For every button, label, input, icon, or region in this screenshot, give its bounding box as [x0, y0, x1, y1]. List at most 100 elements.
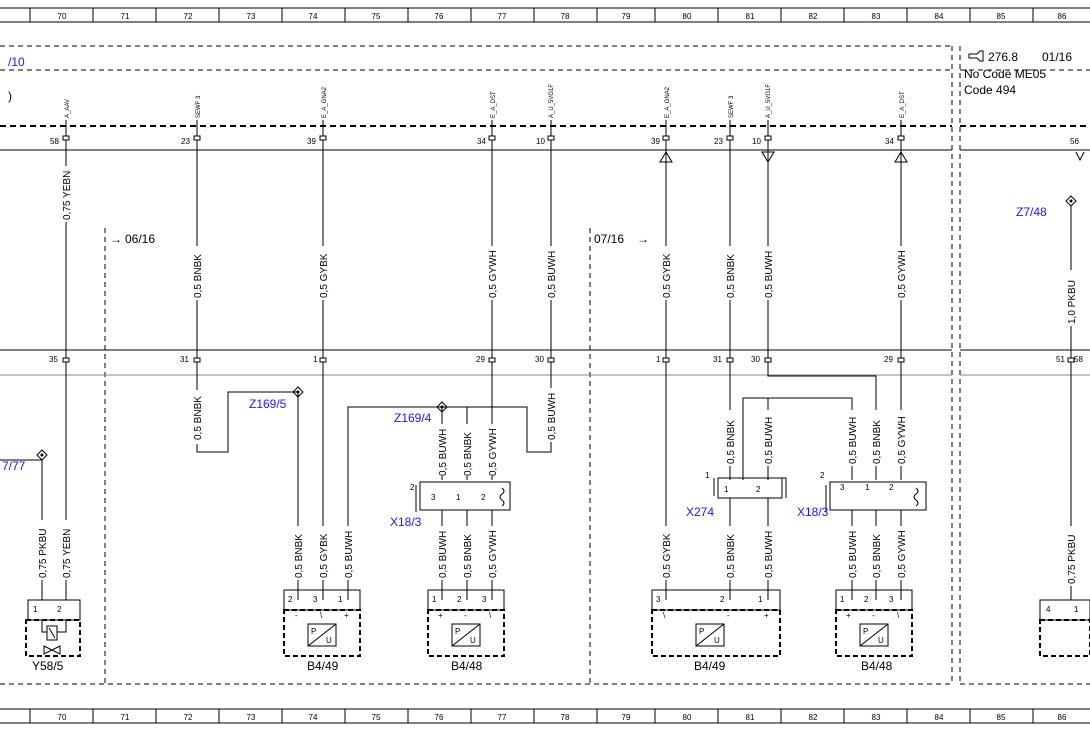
- left-paren: ): [8, 89, 12, 103]
- wire-label: 0,5 BNBK: [463, 534, 474, 578]
- pin-number: 1: [758, 595, 763, 604]
- pin-number: 2: [756, 485, 761, 494]
- sensor-p: P: [455, 627, 460, 636]
- top-pin: 58: [50, 137, 59, 146]
- pin-number: 1: [840, 595, 845, 604]
- component-label: B4/49: [694, 659, 726, 673]
- component-b4-48-right: 1 2 3 + - \ P U B4/48: [835, 589, 913, 673]
- middle-connector-band: 35 31 1 29 30 1 31 30 29 51 58: [0, 349, 1090, 376]
- wire-label: 0,5 GYWH: [897, 250, 908, 298]
- sensor-p: P: [863, 627, 868, 636]
- wire-label: 1,0 PKBU: [1067, 280, 1078, 324]
- wire-label: 0,5 BNBK: [872, 534, 883, 578]
- top-pin: 34: [885, 137, 894, 146]
- pin-number: 3: [313, 595, 318, 604]
- bottom-ruler-col-83: 83: [872, 713, 881, 722]
- wire-label: 0,75 YEBN: [62, 529, 73, 578]
- info-no-code: No Code ME05: [964, 67, 1046, 81]
- pin-mark: \: [663, 611, 666, 620]
- wire-label: 0,5 BUWH: [547, 251, 558, 298]
- wire-label: 0,5 BUWH: [764, 251, 775, 298]
- wire-label: 0,75 PKBU: [1067, 535, 1078, 584]
- ruler-col-72: 72: [184, 12, 193, 21]
- bottom-ruler-col-74: 74: [309, 713, 318, 722]
- pin-mark: \: [489, 611, 492, 620]
- pin-number: 3: [889, 595, 894, 604]
- wire-label: 0,5 GYWH: [897, 530, 908, 578]
- component-partial-right: 4 1: [1039, 599, 1090, 657]
- info-date: 01/16: [1042, 50, 1072, 64]
- signal-label: E_A_DST: [900, 91, 906, 118]
- middle-wire-labels: 0,5 BNBK 0,5 BUWH 0,5 BNBK 0,5 GYWH 0,5 …: [189, 388, 909, 476]
- wire-label: 0,5 GYBK: [319, 533, 330, 578]
- ruler-col-73: 73: [247, 12, 256, 21]
- signal-label: SEWF 3: [196, 95, 202, 118]
- left-page-ref: /10: [8, 55, 25, 69]
- mid-pin: 31: [713, 355, 722, 364]
- page-ref-06: 06/16: [125, 232, 155, 246]
- info-box: 276.8 01/16 No Code ME05 Code 494: [964, 50, 1072, 97]
- ruler-col-70: 70: [58, 12, 67, 21]
- bottom-ruler-col-75: 75: [372, 713, 381, 722]
- ruler-col-82: 82: [809, 12, 818, 21]
- ruler-col-75: 75: [372, 12, 381, 21]
- pin-mark: -: [464, 611, 467, 620]
- top-connector-band: [0, 125, 1090, 151]
- component-b4-49-right: 3 2 1 \ - + P U B4/49: [651, 589, 781, 673]
- pin-number: 3: [656, 595, 661, 604]
- top-pin: 39: [651, 137, 660, 146]
- pin-number: 3: [482, 595, 487, 604]
- wire-label: 0,75 PKBU: [38, 529, 49, 578]
- signal-labels: A_AAV SEWF 3 E_A_GNA2 E_A_DST A_U_5VG1F …: [65, 84, 906, 118]
- sensor-p: P: [699, 627, 704, 636]
- pin-number: 1: [432, 595, 437, 604]
- pin-mark: \: [897, 611, 900, 620]
- pin-number: 1: [1074, 605, 1079, 614]
- pin-number: 2: [864, 595, 869, 604]
- pin-number: 2: [57, 605, 62, 614]
- signal-label: E_A_DST: [491, 91, 497, 118]
- wire-label: 0,5 BNBK: [872, 420, 883, 464]
- signal-label: A_U_5VG1F: [766, 84, 772, 118]
- top-pin: 23: [181, 137, 190, 146]
- wire-label: 0,5 BUWH: [438, 429, 449, 476]
- wire-label: 0,5 BNBK: [726, 254, 737, 298]
- mid-pin: 29: [884, 355, 893, 364]
- connector-label: X18/3: [390, 515, 422, 529]
- pin-number: 2: [288, 595, 293, 604]
- wire-label: 0,5 BUWH: [547, 393, 558, 440]
- pin-mark: \: [320, 611, 323, 620]
- pin-number: 1: [456, 493, 461, 502]
- splice-label: Z169/4: [394, 411, 432, 425]
- pin-number: 1: [33, 605, 38, 614]
- pressure-sensor-icon: P U: [859, 623, 889, 647]
- pressure-sensor-icon: P U: [307, 623, 337, 647]
- wire-label: 0,5 BUWH: [764, 531, 775, 578]
- pin-number: 1: [865, 483, 870, 492]
- splice-z7-48: Z7/48: [1016, 195, 1077, 220]
- wire-label: 0,5 GYBK: [662, 253, 673, 298]
- sensor-u: U: [714, 636, 720, 645]
- mid-pin: 30: [751, 355, 760, 364]
- info-model: 276.8: [988, 50, 1018, 64]
- top-pin: 56: [1070, 137, 1079, 146]
- upper-wire-labels: 0,75 YEBN 0,5 BNBK 0,5 GYBK 0,5 GYWH 0,5…: [58, 166, 1079, 326]
- page-ref-07: 07/16: [594, 232, 624, 246]
- ruler-col-80: 80: [683, 12, 692, 21]
- component-label: B4/48: [451, 659, 483, 673]
- component-label: Y58/5: [32, 659, 64, 673]
- pin-number: 2: [410, 483, 415, 492]
- mid-pin: 51: [1056, 355, 1065, 364]
- bottom-ruler-col-77: 77: [498, 713, 507, 722]
- bottom-ruler: 70 71 72 73 74 75 76 77 78 79 80 81 82 8…: [0, 708, 1090, 724]
- pin-number: 2: [457, 595, 462, 604]
- splice-label: Z169/5: [249, 397, 287, 411]
- wire-label: 0,5 BUWH: [848, 417, 859, 464]
- wire-label: 0,5 GYBK: [662, 533, 673, 578]
- pin-number: 3: [431, 493, 436, 502]
- pin-number: 2: [481, 493, 486, 502]
- component-y58-5: 1 2 Y58/5: [25, 599, 81, 673]
- wire-label: 0,5 GYBK: [319, 253, 330, 298]
- ruler-col-74: 74: [309, 12, 318, 21]
- top-pin: 39: [307, 137, 316, 146]
